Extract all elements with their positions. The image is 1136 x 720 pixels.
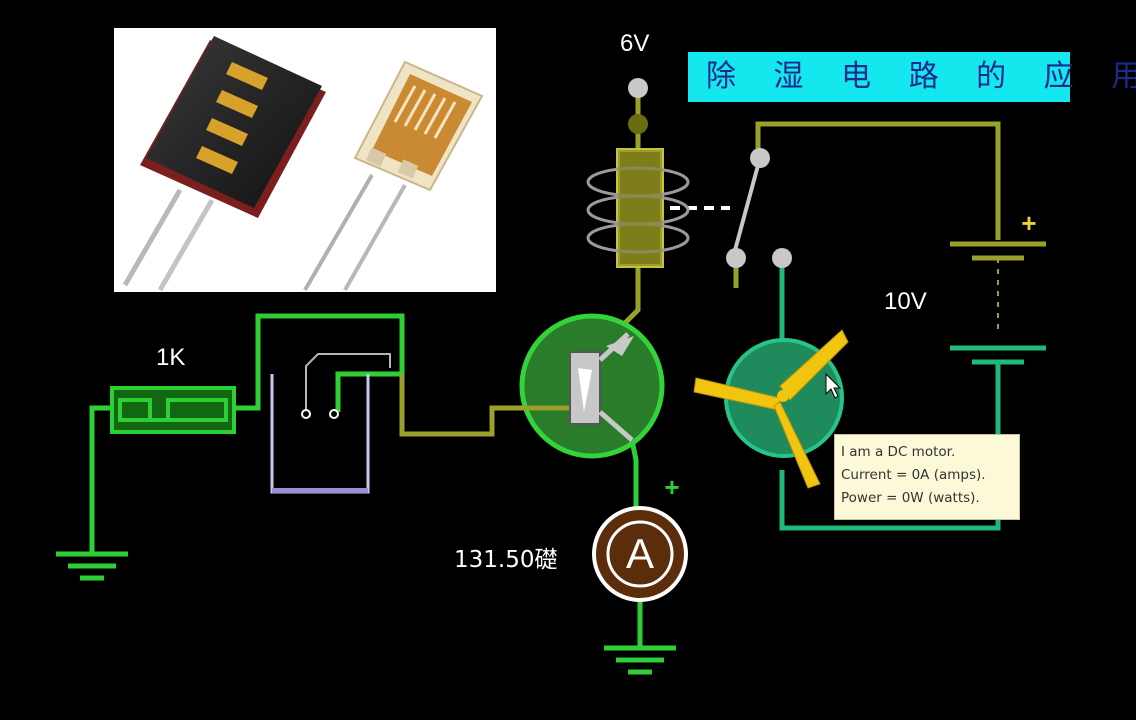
relay-switch[interactable]: [726, 148, 792, 268]
tooltip-line-3: Power = 0W (watts).: [841, 490, 980, 506]
dc-motor[interactable]: [693, 329, 849, 489]
supply-voltage-label: 6V: [620, 30, 650, 57]
title-banner: 除 湿 电 路 的 应 用: [688, 52, 1136, 102]
battery-10v[interactable]: [950, 241, 1046, 365]
ground-left: [56, 551, 128, 581]
humidity-probe-container[interactable]: [270, 374, 370, 494]
transistor[interactable]: [519, 313, 665, 459]
capacitive-humidity-sensor-image: [140, 36, 326, 218]
resistor-value-label: 1K: [156, 344, 186, 371]
ammeter-plus-sign: +: [664, 472, 679, 502]
tooltip-line-1: I am a DC motor.: [841, 444, 956, 460]
battery-voltage-label: 10V: [884, 288, 927, 315]
ground-right: [604, 645, 676, 675]
ammeter-reading: 131.50礎: [454, 547, 558, 573]
sensor-photo: [114, 28, 496, 292]
ammeter-symbol: A: [626, 530, 654, 577]
relay-coil[interactable]: [586, 78, 690, 268]
resistor-1k[interactable]: [110, 386, 236, 434]
fan-blade-icon: [693, 329, 849, 489]
cursor-arrow-icon: [825, 372, 842, 399]
ammeter[interactable]: [592, 506, 688, 602]
resistive-humidity-sensor-image: [353, 60, 484, 192]
tooltip-line-2: Current = 0A (amps).: [841, 467, 986, 483]
motor-tooltip: I am a DC motor. Current = 0A (amps). Po…: [834, 434, 1020, 520]
battery-plus-sign: +: [1021, 208, 1036, 238]
